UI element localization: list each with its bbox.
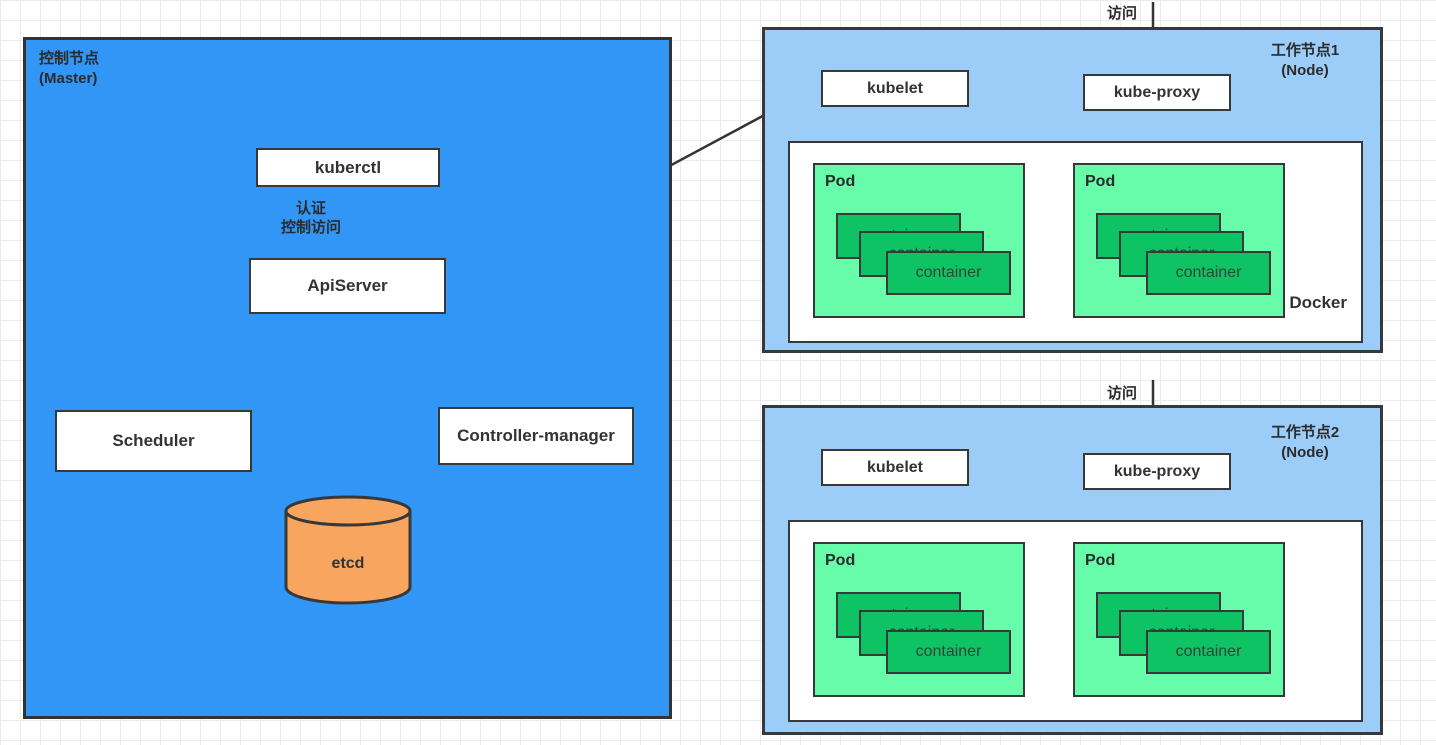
cylinder-shape — [284, 495, 412, 605]
node2-kubelet-box: kubelet — [821, 449, 969, 486]
node1-kube-proxy-box: kube-proxy — [1083, 74, 1231, 111]
node1-title-line2: (Node) — [1281, 62, 1329, 79]
pod-label: Pod — [825, 173, 856, 190]
node1-access-label: 访问 — [1106, 5, 1137, 22]
auth-note-label: 认证 控制访问 — [266, 199, 356, 237]
etcd-label: etcd — [331, 555, 365, 572]
pod-label: Pod — [825, 552, 856, 569]
node1-title-line1: 工作节点1 — [1270, 42, 1340, 59]
worker-node-2-group: 工作节点2 (Node) kubelet kube-proxy Pod cont… — [762, 405, 1383, 735]
kubectl-box: kuberctl — [256, 148, 440, 187]
node2-kube-proxy-box: kube-proxy — [1083, 453, 1231, 490]
master-node-group: 控制节点 (Master) kuberctl 认证 控制访问 ApiServer… — [23, 37, 672, 719]
node2-pod-1: Pod container container container — [813, 542, 1025, 697]
controller-manager-box: Controller-manager — [438, 407, 634, 465]
node1-title: 工作节点1 (Node) — [1250, 41, 1360, 81]
worker-node-1-group: 工作节点1 (Node) kubelet kube-proxy Pod cont… — [762, 27, 1383, 353]
container-box: container — [886, 251, 1011, 295]
master-title: 控制节点 (Master) — [39, 49, 99, 89]
node2-title-line1: 工作节点2 — [1270, 424, 1340, 441]
scheduler-box: Scheduler — [55, 410, 252, 472]
node1-pod-2: Pod container container container — [1073, 163, 1285, 318]
master-title-line1: 控制节点 — [39, 50, 100, 67]
node1-pod-1: Pod container container container — [813, 163, 1025, 318]
node2-docker-area: Pod container container container Pod co… — [788, 520, 1363, 722]
pod-label: Pod — [1085, 552, 1116, 569]
node1-kubelet-box: kubelet — [821, 70, 969, 107]
docker-label: Docker — [1289, 293, 1347, 312]
etcd-database-cylinder: etcd — [283, 493, 413, 606]
container-box: container — [886, 630, 1011, 674]
master-title-line2: (Master) — [39, 70, 98, 87]
apiserver-box: ApiServer — [249, 258, 446, 314]
container-box: container — [1146, 630, 1271, 674]
auth-note-line1: 认证 — [295, 200, 326, 217]
node2-pod-2: Pod container container container — [1073, 542, 1285, 697]
node2-title: 工作节点2 (Node) — [1250, 423, 1360, 463]
container-box: container — [1146, 251, 1271, 295]
auth-note-line2: 控制访问 — [280, 219, 341, 236]
pod-label: Pod — [1085, 173, 1116, 190]
node1-docker-area: Pod container container container Pod co… — [788, 141, 1363, 343]
node2-title-line2: (Node) — [1281, 444, 1329, 461]
node2-access-label: 访问 — [1106, 385, 1137, 402]
